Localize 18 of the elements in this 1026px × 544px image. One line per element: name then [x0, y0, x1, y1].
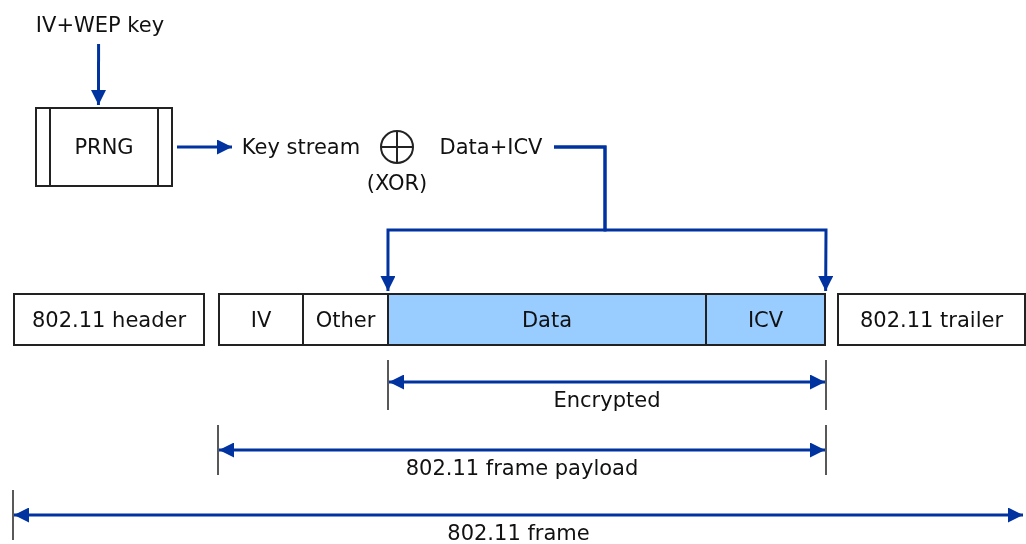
field-box: 802.11 header: [13, 293, 205, 346]
flow-text: Data+ICV: [432, 132, 550, 162]
field-box: IV: [218, 293, 304, 346]
dimension-label: Encrypted: [553, 388, 661, 412]
flow-text: Key stream: [236, 132, 366, 162]
xor-symbol-icon: [379, 129, 415, 165]
arrow: [91, 44, 106, 105]
arrow: [554, 145, 834, 291]
dimension-label: 802.11 frame: [447, 521, 590, 544]
field-box: Data: [387, 293, 707, 346]
dimension-label: 802.11 frame payload: [405, 456, 639, 480]
operator-caption: (XOR): [366, 171, 428, 195]
field-box: Other: [302, 293, 389, 346]
flow-text: IV+WEP key: [28, 10, 172, 40]
field-box: ICV: [705, 293, 826, 346]
process-box: PRNG: [35, 107, 173, 187]
arrow: [177, 139, 232, 155]
field-box: 802.11 trailer: [837, 293, 1026, 346]
